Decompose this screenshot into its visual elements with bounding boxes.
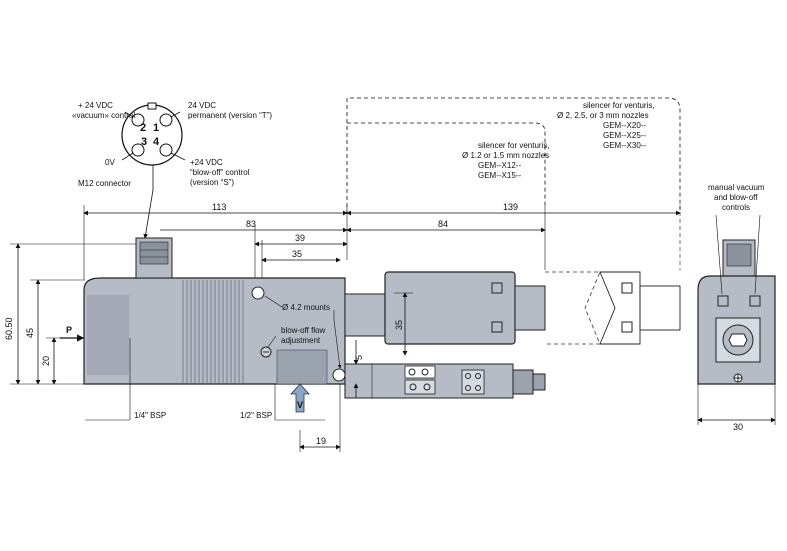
pin2-label: 24 VDC (188, 101, 216, 110)
m12-connector-diagram: 2 1 3 4 + 24 VDC «vacuum» control 24 VDC… (72, 101, 272, 239)
cooling-fins (182, 280, 244, 383)
small-silencer-l1: silencer for venturis, (478, 141, 550, 150)
side-title-l3: controls (722, 203, 750, 212)
bsp-half-label: 1/2" BSP (240, 411, 272, 420)
manual-blowoff-control[interactable] (749, 295, 761, 307)
pin1-label: + 24 VDC (78, 101, 113, 110)
pin4-version: (version “S”) (190, 178, 234, 187)
small-silencer-l3: GEM--X12-- (478, 161, 521, 170)
large-silencer-l2: Ø 2, 2.5, or 3 mm nozzles (557, 111, 649, 120)
top-dimensions: 113 139 83 84 39 35 (83, 202, 681, 292)
dim-45: 45 (25, 328, 35, 338)
manual-vacuum-control[interactable] (717, 295, 729, 307)
dim-83: 83 (246, 219, 256, 229)
dim-35-vertical: 35 (394, 320, 404, 330)
pin2-desc: permanent (version “T”) (188, 111, 272, 120)
port-v-label: V (297, 400, 303, 410)
venturi-section: 35 (344, 271, 681, 356)
side-view: manual vacuum and blow-off controls 30 (697, 183, 776, 432)
pin-label-1: 1 (153, 122, 159, 134)
large-silencer-l5: GEM--X30-- (603, 141, 646, 150)
small-silencer-l2: Ø 1.2 or 1.5 mm nozzles (462, 151, 549, 160)
flow-label-l2: adjustment (281, 336, 321, 345)
generator-body (83, 237, 346, 420)
large-silencer-l3: GEM--X20-- (603, 121, 646, 130)
silencer-callouts: silencer for venturis, Ø 1.2 or 1.5 mm n… (346, 97, 681, 214)
dim-19: 19 (316, 436, 326, 446)
pin-label-4: 4 (153, 136, 160, 148)
dim-113: 113 (212, 202, 226, 212)
side-title-l2: and blow-off (714, 193, 758, 202)
vacuum-port-arrow (290, 383, 310, 413)
side-title-l1: manual vacuum (708, 183, 765, 192)
mounts-label: Ø 4.2 mounts (282, 303, 330, 312)
dim-39: 39 (295, 233, 305, 243)
dim-5: 5 (354, 355, 364, 360)
port-p-label: P (66, 325, 72, 335)
large-silencer-l1: silencer for venturis, (583, 101, 655, 110)
mount-hole-top (251, 286, 265, 300)
dim-139: 139 (503, 202, 518, 212)
body-annotations: Ø 4.2 mounts blow-off flow adjustment 1/… (85, 295, 342, 452)
valve-block: 5 (344, 340, 546, 399)
small-silencer-l4: GEM--X15-- (478, 171, 521, 180)
pin4-label: +24 VDC (190, 158, 223, 167)
dim-60-50: 60.50 (4, 317, 14, 340)
large-silencer-l4: GEM--X25-- (603, 131, 646, 140)
pin3-label: 0V (105, 158, 115, 167)
dim-84: 84 (438, 219, 448, 229)
mount-hole-bottom (332, 368, 346, 382)
dim-35-horizontal: 35 (292, 249, 302, 259)
pin4-desc: “blow-off” control (190, 168, 250, 177)
connector-title: M12 connector (78, 179, 131, 188)
pin-label-2: 2 (140, 122, 146, 134)
flow-label-l1: blow-off flow (281, 326, 326, 335)
silencer-large-outline (545, 271, 601, 345)
pin1-desc: «vacuum» control (72, 111, 135, 120)
bsp-quarter-label: 1/4" BSP (134, 411, 166, 420)
dim-20: 20 (41, 356, 51, 366)
pin-label-3: 3 (141, 136, 147, 148)
left-dimensions: 60.50 45 20 P (4, 243, 150, 385)
dim-30: 30 (733, 422, 743, 432)
